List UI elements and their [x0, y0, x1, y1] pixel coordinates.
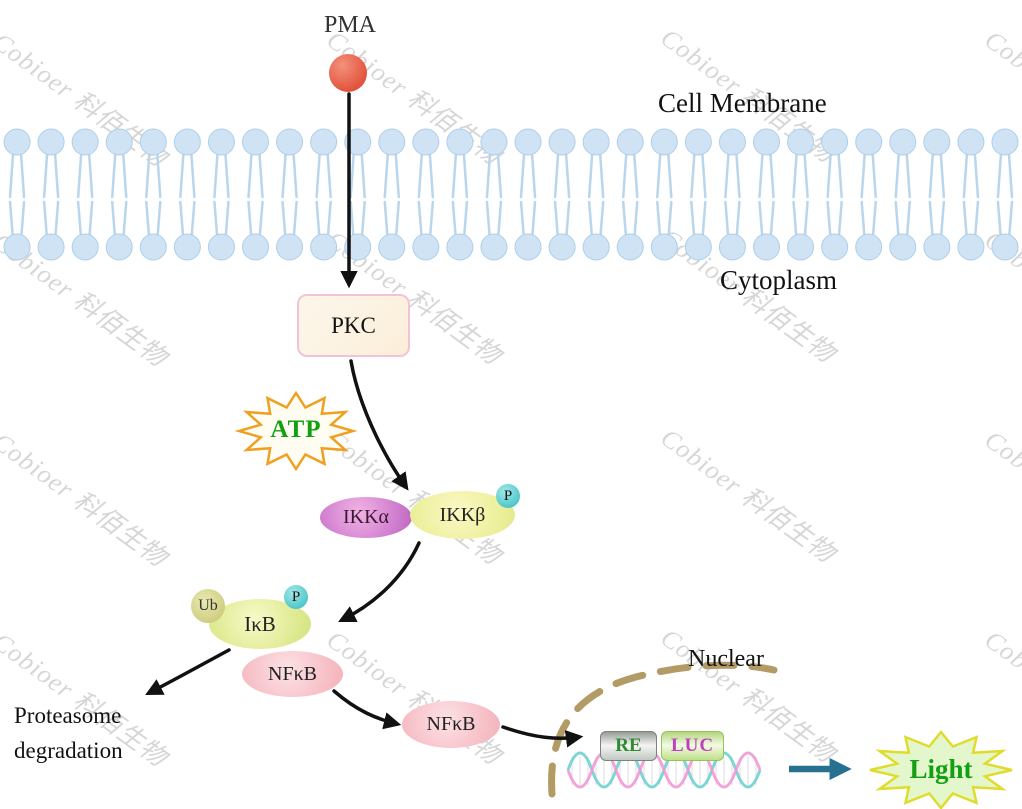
phospho-badge-ikk: P [496, 484, 520, 508]
re-label: RE [615, 735, 642, 756]
proteasome-degradation-label: Proteasome degradation [14, 698, 123, 768]
proteasome-line1: Proteasome [14, 703, 122, 728]
atp-starburst [234, 390, 358, 472]
ikk-alpha-label: IKKα [342, 506, 390, 528]
nfkb-free-node: NFκB [402, 701, 500, 748]
cell-membrane-bilayer [3, 128, 1019, 261]
pkc-label: PKC [331, 312, 376, 338]
proteasome-line2: degradation [14, 738, 123, 763]
nuclear-membrane-dashed-arc [548, 661, 778, 798]
arrow-ikk-to-ikb [338, 541, 421, 622]
ikk-beta-label: IKKβ [439, 503, 486, 526]
ikk-alpha-node: IKKα [320, 497, 412, 538]
atp-label: ATP [270, 416, 322, 443]
ikb-label: IκB [244, 611, 276, 636]
ubiquitin-label: Ub [198, 597, 218, 614]
dna-helix-strand-pink [566, 751, 762, 789]
response-element-box: RE [600, 731, 657, 761]
pkc-node: PKC [297, 294, 410, 357]
pma-ligand-circle [329, 54, 367, 92]
luc-label: LUC [670, 735, 715, 756]
phospho-label: P [503, 487, 513, 504]
pma-label: PMA [323, 12, 377, 38]
ubiquitin-badge: Ub [191, 589, 225, 623]
cytoplasm-label: Cytoplasm [720, 265, 838, 295]
nfkb-free-label: NFκB [426, 713, 476, 735]
cell-membrane-label: Cell Membrane [658, 88, 827, 118]
arrow-pkc-to-ikk [349, 359, 409, 491]
nfkb-bound-label: NFκB [268, 662, 317, 685]
light-label: Light [909, 754, 973, 784]
nuclear-label: Nuclear [688, 646, 764, 672]
phospho-badge-ikb: P [284, 585, 308, 609]
phospho-label-2: P [291, 588, 301, 605]
arrow-to-proteasome [145, 648, 231, 696]
light-starburst [869, 730, 1013, 809]
arrow-nfkb-to-nucleus [501, 725, 584, 748]
nfkb-bound-node: NFκB [242, 651, 343, 697]
luciferase-box: LUC [661, 731, 724, 761]
ikk-beta-node: IKKβ [410, 491, 515, 539]
arrow-nfkb-release [332, 689, 402, 730]
